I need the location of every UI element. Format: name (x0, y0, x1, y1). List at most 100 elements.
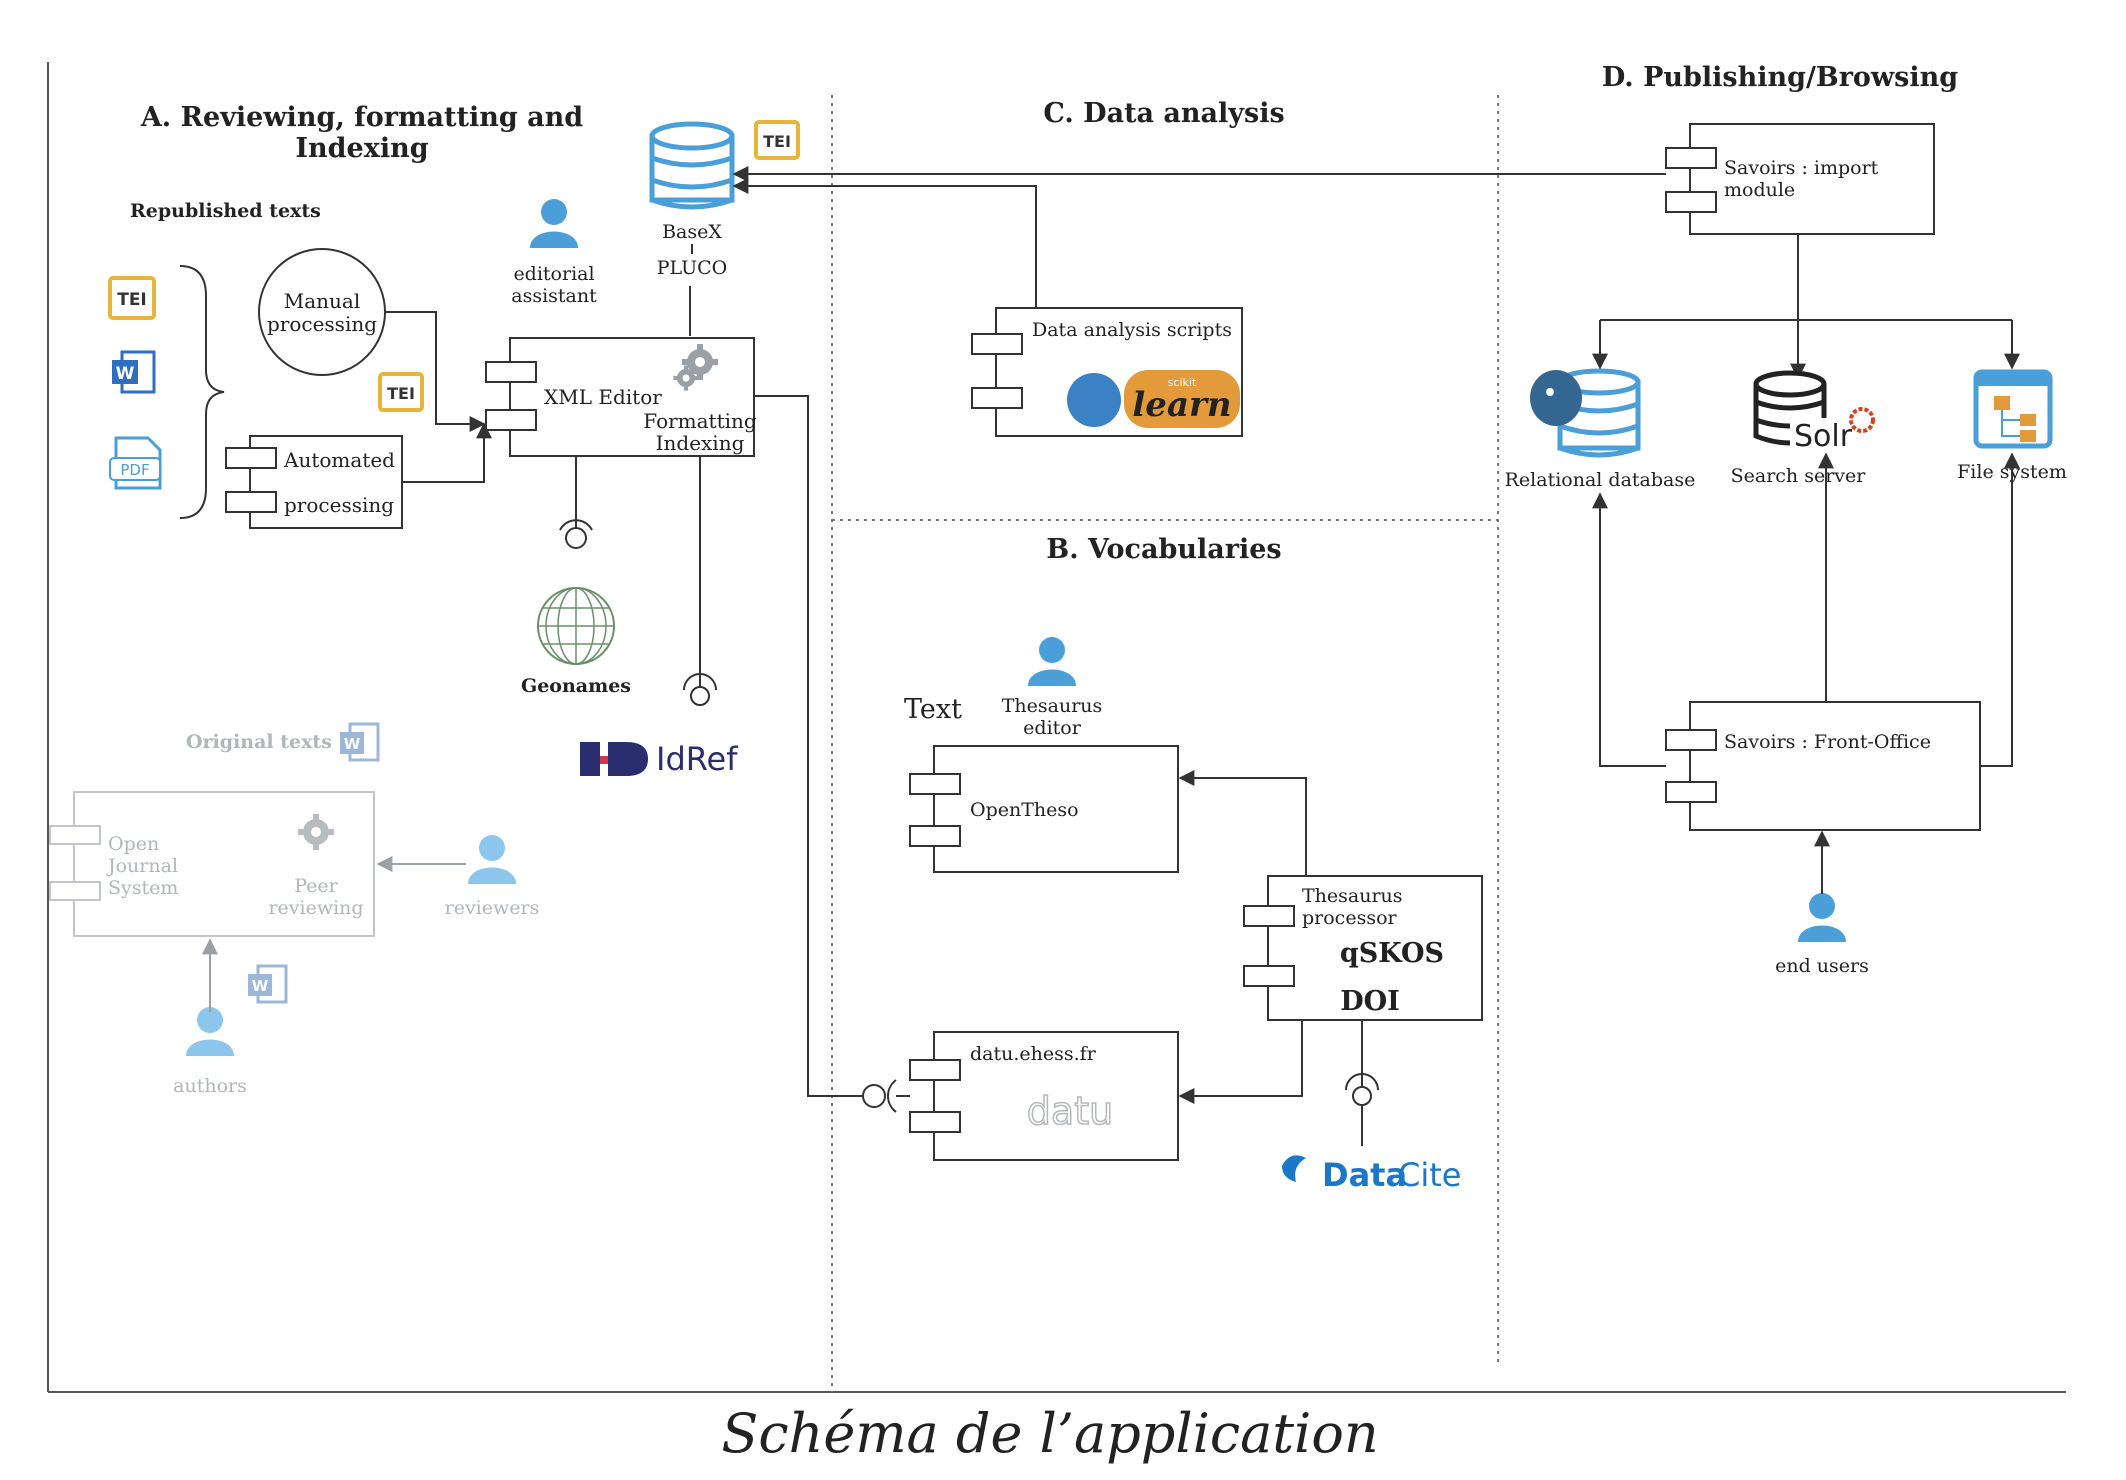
reviewers-label: reviewers (445, 897, 540, 919)
geonames-socket (559, 519, 593, 531)
datu-interface (862, 1084, 886, 1108)
svg-text:TEI: TEI (387, 384, 415, 403)
basex-label: BaseX (662, 221, 722, 243)
peer-label-2: reviewing (268, 897, 363, 919)
section-a-title-line1: A. Reviewing, formatting and (140, 102, 583, 133)
datacite-socket (1345, 1073, 1379, 1091)
section-d-title: D. Publishing/Browsing (1602, 62, 1958, 93)
word-document-icon-authors: W (248, 964, 288, 1004)
datu-label: datu.ehess.fr (970, 1043, 1097, 1065)
text-label: Text (904, 694, 962, 725)
end-users-label: end users (1775, 955, 1869, 977)
republished-texts-label: Republished texts (130, 200, 321, 222)
geonames-globe-icon (537, 587, 615, 665)
svg-text:Data: Data (1322, 1156, 1407, 1194)
pluco-label: PLUCO (657, 257, 728, 279)
thesaurus-processor-label-1: Thesaurus (1302, 885, 1403, 907)
automated-processing-component (225, 435, 403, 529)
svg-text:Solr: Solr (1794, 419, 1853, 454)
datu-socket (887, 1079, 897, 1113)
thesaurus-editor-label-1: Thesaurus (1002, 695, 1103, 717)
svg-text:TEI: TEI (117, 290, 147, 310)
automated-label-2: processing (284, 493, 394, 517)
pdf-document-icon: PDF (109, 436, 162, 490)
ojs-label-2: Journal (106, 855, 178, 877)
xml-editor-component (485, 337, 755, 457)
reviewers-person-icon (468, 835, 516, 884)
manual-to-editor-arrow (385, 311, 486, 432)
front-office-label: Savoirs : Front-Office (1724, 731, 1931, 753)
geonames-interface (565, 527, 587, 549)
front-to-filesystem-arrow (1980, 452, 2020, 767)
relational-database-icon (1530, 368, 1641, 458)
automated-to-editor-arrow (402, 422, 492, 483)
svg-text:W: W (344, 735, 361, 753)
ojs-component (49, 791, 375, 937)
manual-processing-label-2: processing (267, 312, 377, 336)
section-a-title-line2: Indexing (295, 133, 428, 164)
thesaurus-processor-label-2: processor (1302, 907, 1398, 929)
original-texts-label: Original texts (186, 731, 332, 753)
xml-editor-label: XML Editor (544, 385, 662, 409)
formatting-label: Formatting (643, 409, 757, 433)
idref-interface (690, 686, 710, 706)
data-analysis-scripts-label: Data analysis scripts (1032, 319, 1232, 341)
ojs-label-3: System (108, 877, 178, 899)
file-system-icon (1973, 369, 2053, 449)
authors-label: authors (173, 1075, 247, 1097)
scripts-to-basex-arrow (732, 178, 1037, 308)
tei-icon-small: TEI (378, 372, 424, 412)
import-module-label-2: module (1724, 179, 1795, 201)
svg-text:W: W (116, 364, 135, 384)
doi-label: DOI (1340, 986, 1400, 1017)
figure-caption: Schéma de l’application (721, 1402, 1379, 1465)
ojs-label-1: Open (108, 833, 159, 855)
geonames-label: Geonames (521, 675, 631, 697)
search-server-label: Search server (1731, 465, 1867, 487)
svg-text:IdRef: IdRef (656, 740, 738, 778)
relational-database-label: Relational database (1505, 469, 1696, 491)
import-module-label-1: Savoirs : import (1724, 157, 1879, 179)
tei-icon-basex: TEI (754, 120, 800, 160)
datacite-interface (1352, 1086, 1372, 1106)
svg-text:learn: learn (1132, 385, 1231, 425)
datu-component (909, 1031, 1179, 1161)
thesaurus-editor-label-2: editor (1023, 717, 1082, 739)
automated-label-1: Automated (283, 448, 395, 472)
qskos-label: qSKOS (1340, 938, 1444, 969)
thesaurus-processor-component (1243, 875, 1483, 1021)
svg-text:PDF: PDF (120, 461, 149, 479)
processor-to-datu-arrow (1178, 1020, 1303, 1104)
word-document-icon: W (112, 350, 156, 394)
word-document-icon-grey: W (340, 722, 380, 762)
idref-logo: IdRef (580, 740, 738, 778)
datacite-logo: Data Cite (1282, 1155, 1461, 1194)
editorial-assistant-person-icon (530, 199, 578, 248)
thesaurus-editor-person-icon (1028, 637, 1076, 686)
basex-database-icon (649, 121, 735, 210)
editorial-assistant-label-1: editorial (513, 263, 594, 285)
editor-to-datu-connector (754, 395, 862, 1097)
datu-logo: datu (1027, 1089, 1113, 1133)
opentheso-label: OpenTheso (970, 799, 1079, 821)
solr-server-icon: Solr (1753, 370, 1875, 454)
processor-to-opentheso-arrow (1178, 770, 1307, 876)
indexing-label: Indexing (656, 431, 745, 455)
svg-text:TEI: TEI (763, 132, 791, 151)
idref-socket (683, 673, 717, 691)
opentheso-component (909, 745, 1179, 873)
manual-processing-label-1: Manual (284, 289, 360, 313)
architecture-diagram: A. Reviewing, formatting and Indexing C.… (47, 62, 2067, 1393)
svg-text:scikit: scikit (1168, 376, 1197, 389)
front-to-relational-arrow (1592, 492, 1666, 767)
front-office-component (1665, 701, 1981, 831)
editorial-assistant-label-2: assistant (511, 285, 597, 307)
section-c-title: C. Data analysis (1043, 98, 1284, 129)
end-users-person-icon (1798, 893, 1846, 942)
peer-label-1: Peer (294, 875, 338, 897)
svg-text:W: W (252, 977, 269, 995)
import-module-component (1665, 123, 1935, 235)
scikit-learn-logo: scikit learn (1067, 370, 1240, 428)
republished-brace (179, 265, 225, 519)
svg-text:Cite: Cite (1398, 1156, 1461, 1194)
